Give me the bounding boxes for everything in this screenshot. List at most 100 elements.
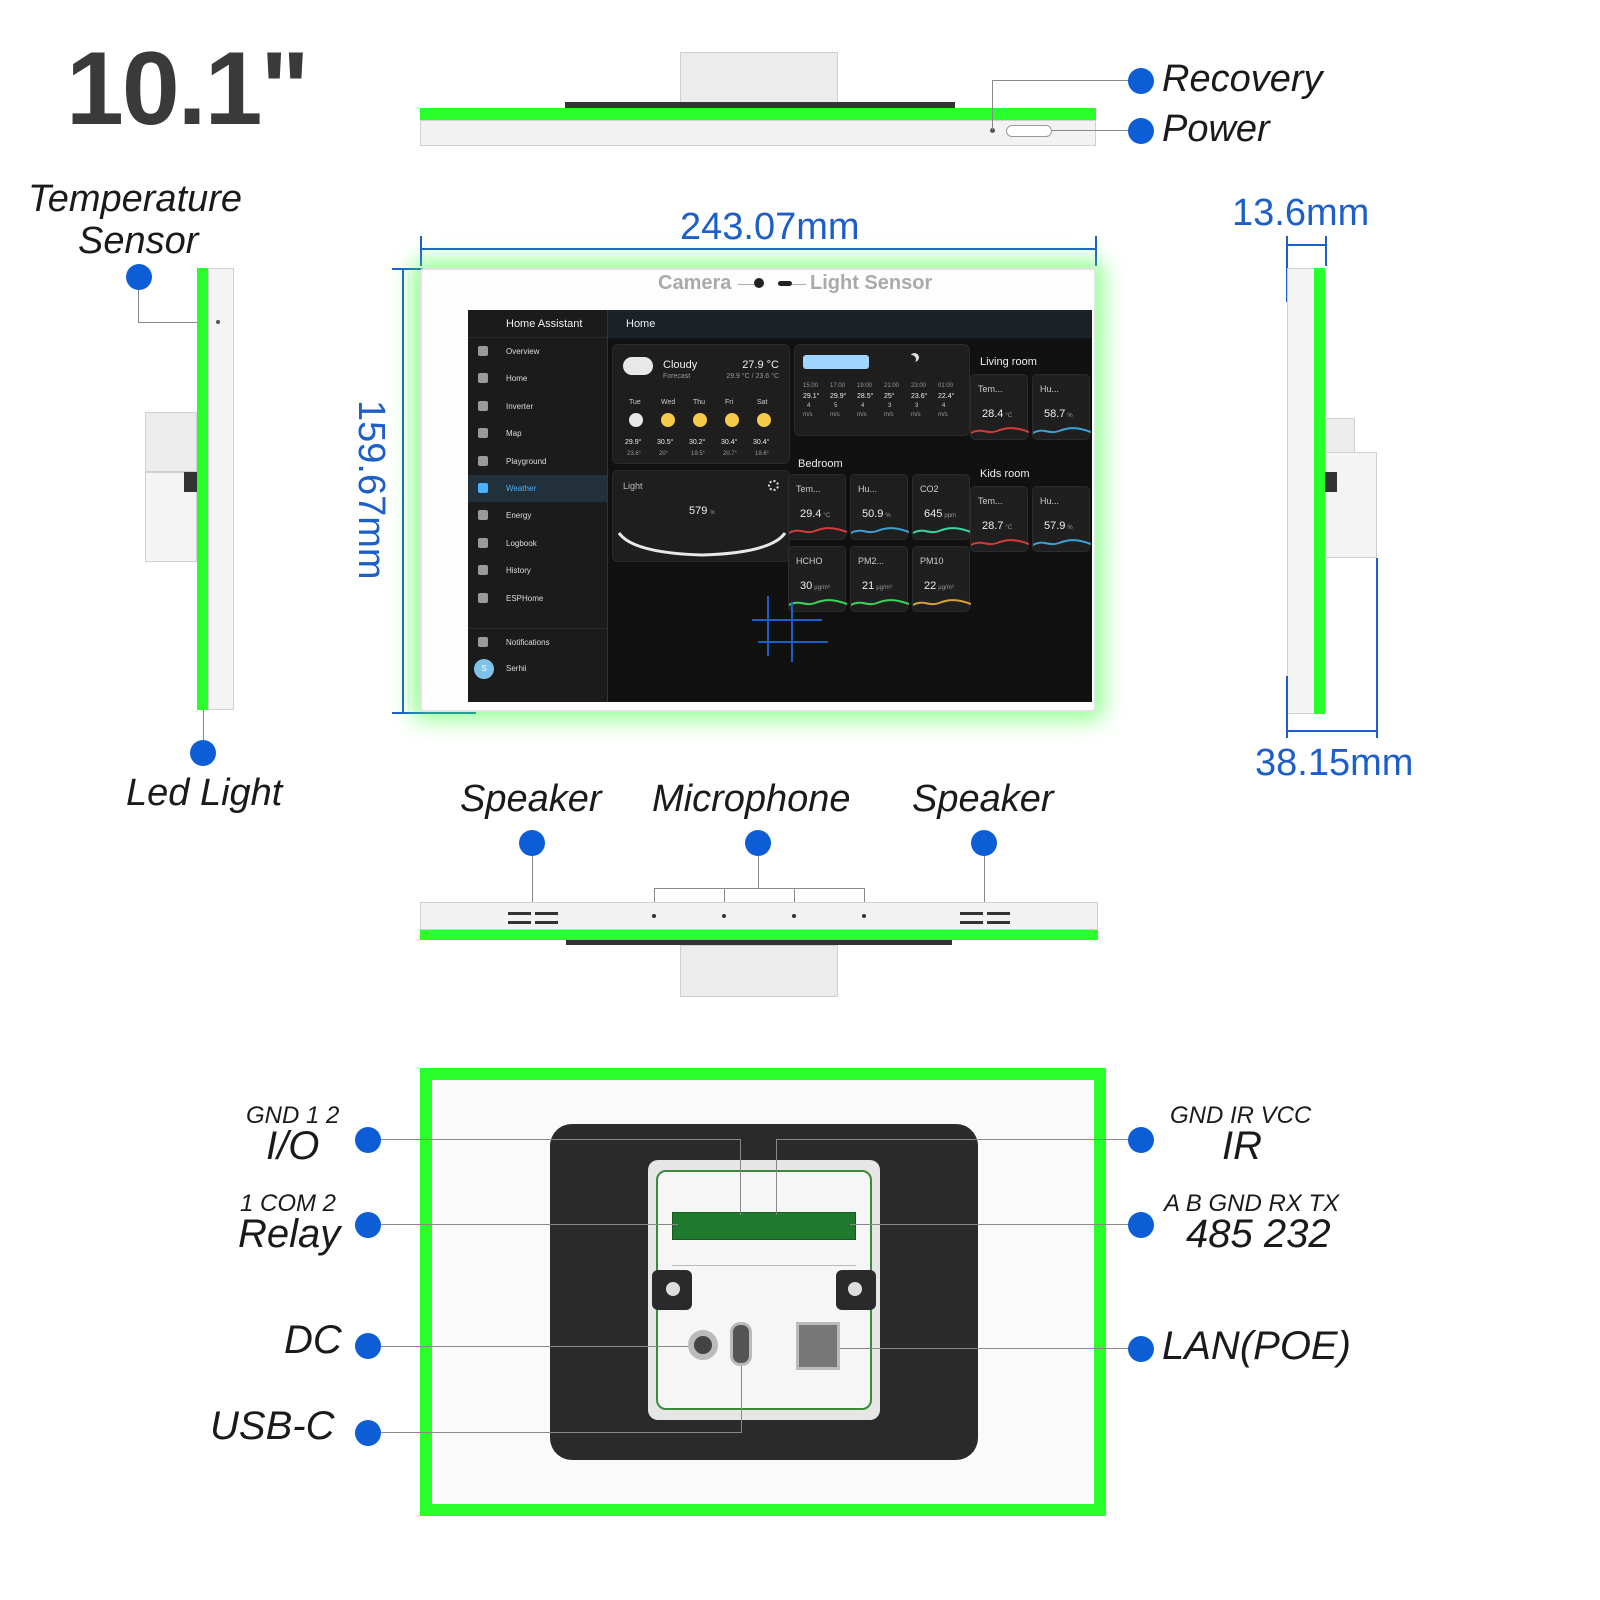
ha-user[interactable]: S Serhii (468, 655, 608, 682)
mic-hole-3 (792, 914, 796, 918)
ha-sidebar-item[interactable]: Overview (468, 338, 607, 365)
temperature-sensor-label-1: Temperature (28, 178, 243, 220)
bedroom-title: Bedroom (798, 458, 843, 470)
sparkline (913, 527, 971, 534)
io-dot (355, 1127, 381, 1153)
sensor-unit: µg/m³ (938, 585, 954, 591)
serial-label: 485 232 (1186, 1212, 1331, 1256)
top-led-strip (420, 108, 1096, 120)
mic-hole-1 (652, 914, 656, 918)
ha-sidebar-item-label: Inverter (506, 401, 534, 411)
hourly-temp: 25° (884, 393, 895, 400)
bottom-led-strip (420, 930, 1098, 940)
bottom-back-bar (566, 940, 952, 945)
ha-sidebar-item[interactable]: Playground (468, 448, 607, 475)
mic-hole-2 (722, 914, 726, 918)
sensor-unit: ppm (944, 513, 957, 519)
ha-app-title: Home Assistant (468, 310, 607, 338)
sensor-number: 645 (924, 508, 943, 520)
temperature-sensor-label-2: Sensor (78, 220, 199, 262)
side-housing (208, 268, 234, 710)
right-bracket-slot (1325, 472, 1337, 492)
size-title: 10.1" (66, 31, 310, 147)
light-card[interactable]: Light 579 lx (612, 470, 790, 562)
sensor-tile-value: 28.4°C (982, 408, 1012, 420)
ha-sidebar-item[interactable]: ESPHome (468, 585, 607, 612)
ha-notifications[interactable]: Notifications (468, 628, 608, 655)
ha-sidebar-item-label: ESPHome (506, 593, 544, 603)
hourly-temp: 28.5° (857, 393, 874, 400)
microphone-dot (745, 830, 771, 856)
gear-icon[interactable] (768, 480, 779, 491)
sensor-tile-label: CO2 (920, 484, 939, 494)
ha-sidebar-item[interactable]: Energy (468, 502, 607, 529)
hourly-wind-unit: m/s (857, 412, 867, 418)
sensor-tile-label: Tem... (978, 496, 1003, 506)
sensor-tile-label: Tem... (978, 384, 1003, 394)
sparkline (851, 599, 909, 606)
sensor-unit: °C (1005, 525, 1013, 531)
sensor-number: 22 (924, 580, 937, 592)
sparkline (789, 527, 847, 534)
sensor-tile[interactable]: Hu...50.9% (850, 474, 909, 540)
camera-lens (754, 278, 764, 288)
sensor-number: 21 (862, 580, 875, 592)
width-dimension: 243.07mm (680, 206, 860, 248)
nav-icon (478, 565, 488, 576)
light-number: 579 (689, 505, 708, 517)
temperature-sensor-dot (126, 264, 152, 290)
ha-sidebar-item[interactable]: Logbook (468, 530, 607, 557)
ha-sidebar-item[interactable]: Inverter (468, 393, 607, 420)
sensor-number: 28.7 (982, 520, 1004, 532)
sensor-tile[interactable]: Tem... 28.7°C (970, 486, 1029, 552)
speaker-right-label: Speaker (912, 778, 1054, 820)
light-value: 579 lx (689, 505, 715, 517)
hourly-temp: 29.9° (830, 393, 847, 400)
terminal-legend (672, 1242, 856, 1266)
sensor-unit: °C (823, 513, 831, 519)
sparkline (789, 599, 847, 606)
sensor-tile[interactable]: Tem... 28.4°C (970, 374, 1029, 440)
ha-sidebar-item-label: Home (506, 374, 528, 384)
recovery-dot (1128, 68, 1154, 94)
nav-icon (478, 373, 488, 384)
weather-subtitle: Forecast (663, 373, 691, 380)
light-sensor-label: Light Sensor (810, 272, 933, 294)
ha-sidebar-item[interactable]: Weather (468, 474, 607, 503)
hourly-wind-unit: m/s (830, 412, 840, 418)
hourly-toggle[interactable] (803, 355, 869, 369)
right-led-strip (1314, 268, 1325, 714)
sensor-tile-value: 58.7% (1044, 408, 1073, 420)
hourly-wind: 4 (942, 403, 946, 409)
ha-sidebar-item[interactable]: Map (468, 420, 607, 447)
sensor-tile[interactable]: Hu...57.9% (1032, 486, 1091, 552)
side-bracket-slot (184, 472, 197, 492)
sensor-unit: µg/m³ (814, 585, 830, 591)
thickness-dimension: 13.6mm (1232, 192, 1370, 234)
sensor-tile-label: Hu... (1040, 384, 1060, 394)
top-bracket (680, 52, 838, 104)
dc-dot (355, 1333, 381, 1359)
nav-icon (478, 428, 488, 439)
hourly-wind: 4 (807, 403, 811, 409)
sensor-tile[interactable]: Hu... 58.7% (1032, 374, 1091, 440)
ha-sidebar-item[interactable]: History (468, 557, 607, 584)
light-gauge-arc (617, 532, 787, 557)
microphone-label: Microphone (652, 778, 851, 820)
forecast-low: 20° (659, 451, 669, 457)
hourly-temp: 29.1° (803, 393, 820, 400)
led-light-dot (190, 740, 216, 766)
sensor-tile[interactable]: Tem...29.4°C (788, 474, 847, 540)
ha-sidebar-item[interactable]: Home (468, 365, 607, 392)
serial-dot (1128, 1212, 1154, 1238)
forecast-high: 30.2° (689, 439, 706, 446)
weather-card[interactable]: Cloudy Forecast 27.9 °C 29.9 °C / 23.6 °… (612, 344, 790, 464)
sensor-unit: % (1067, 413, 1073, 419)
